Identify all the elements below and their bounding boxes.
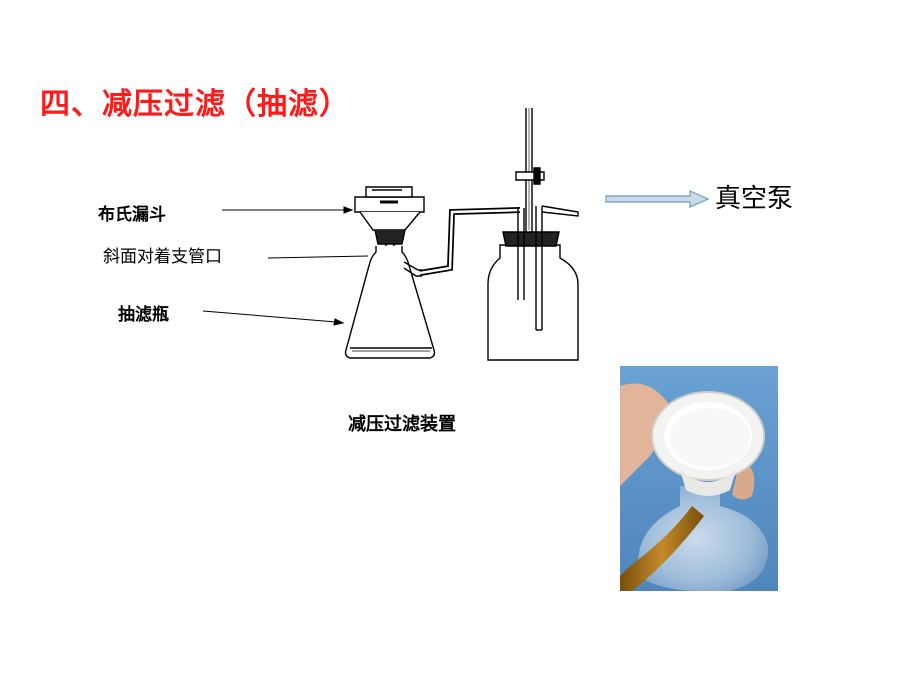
slide-title: 四、减压过滤（抽滤）	[40, 87, 350, 120]
buchner-funnel-photo	[620, 366, 778, 591]
pointer-lines	[202, 206, 369, 326]
suction-flask	[344, 246, 436, 359]
label-vacuum-pump: 真空泵	[715, 184, 794, 214]
label-buchner-funnel: 布氏漏斗	[98, 205, 166, 225]
safety-bottle	[487, 108, 579, 361]
arrow-to-pump	[605, 189, 710, 209]
rubber-tubing	[419, 207, 521, 276]
buchner-funnel	[354, 186, 425, 256]
label-suction-flask: 抽滤瓶	[118, 305, 169, 325]
diagram-caption: 减压过滤装置	[348, 414, 456, 435]
label-slant-facing: 斜面对着支管口	[103, 247, 222, 267]
